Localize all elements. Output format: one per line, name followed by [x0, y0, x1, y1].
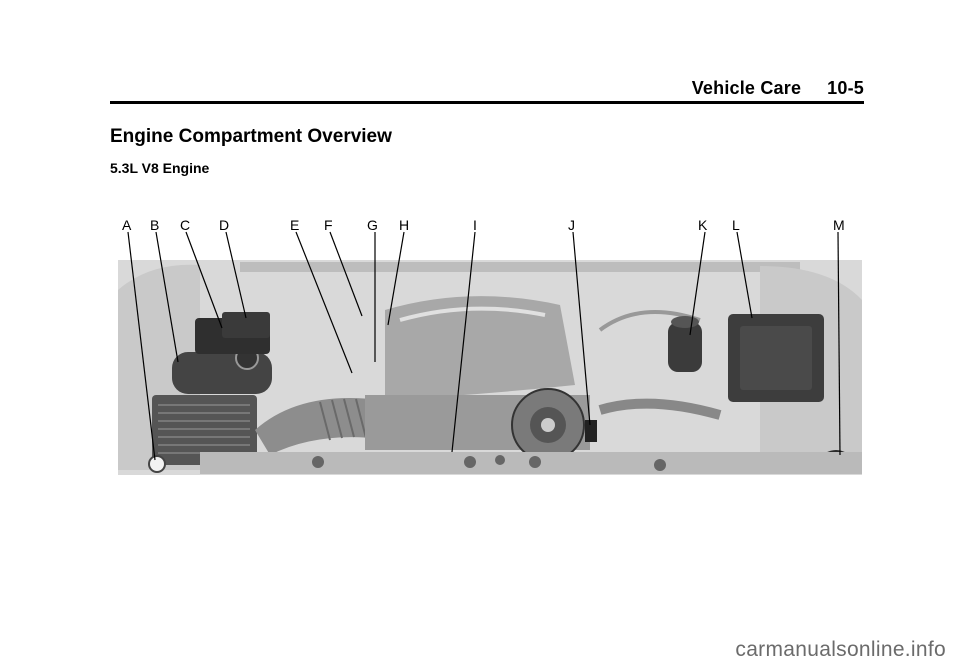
callout-g: G	[367, 217, 378, 233]
heater-hose	[598, 398, 722, 420]
alternator-center	[541, 418, 555, 432]
header-rule	[110, 101, 864, 104]
engine-subtitle: 5.3L V8 Engine	[110, 160, 210, 176]
page-number: 10-5	[827, 78, 864, 98]
callout-i: I	[473, 217, 477, 233]
leader-e	[295, 231, 353, 374]
callout-d: D	[219, 217, 229, 233]
power-steering-reservoir	[668, 322, 702, 372]
leader-k	[689, 231, 706, 336]
leader-h	[387, 231, 405, 326]
hood-edge	[240, 262, 800, 272]
watermark: carmanualsonline.info	[735, 638, 946, 661]
intake-duct	[255, 398, 390, 455]
leader-m	[837, 231, 841, 456]
sensor-connector	[585, 420, 597, 442]
leader-c	[185, 231, 223, 329]
callout-e: E	[290, 217, 299, 233]
intake-duct-ribs	[319, 398, 367, 441]
callout-k: K	[698, 217, 708, 233]
power-steering-cap	[671, 316, 699, 328]
section-title: Vehicle Care	[691, 78, 802, 98]
callout-f: F	[324, 217, 333, 233]
oil-fill-cap	[148, 455, 166, 473]
callout-a: A	[122, 217, 132, 233]
engine-cover-highlight	[399, 306, 546, 322]
leader-i	[451, 231, 476, 453]
support-bolts	[312, 455, 666, 471]
callout-leaders	[127, 231, 841, 461]
callout-j: J	[568, 217, 575, 233]
leader-l	[736, 231, 753, 319]
air-cleaner-ribs	[158, 404, 250, 454]
leader-f	[329, 231, 363, 317]
callout-h: H	[399, 217, 409, 233]
fuse-block-cover	[222, 312, 270, 338]
callout-labels: A B C D E F G H I J K L M	[122, 217, 845, 233]
leader-j	[572, 231, 591, 426]
callout-m: M	[833, 217, 845, 233]
fuse-box-lid-shade	[740, 326, 812, 390]
callout-c: C	[180, 217, 190, 233]
leader-d	[225, 231, 247, 319]
page-title: Engine Compartment Overview	[110, 126, 392, 147]
callout-b: B	[150, 217, 159, 233]
page-header: Vehicle Care 10-5	[692, 78, 864, 99]
leader-b	[155, 231, 179, 363]
callout-l: L	[732, 217, 740, 233]
leader-a	[127, 231, 156, 461]
engine-cover	[385, 296, 575, 400]
